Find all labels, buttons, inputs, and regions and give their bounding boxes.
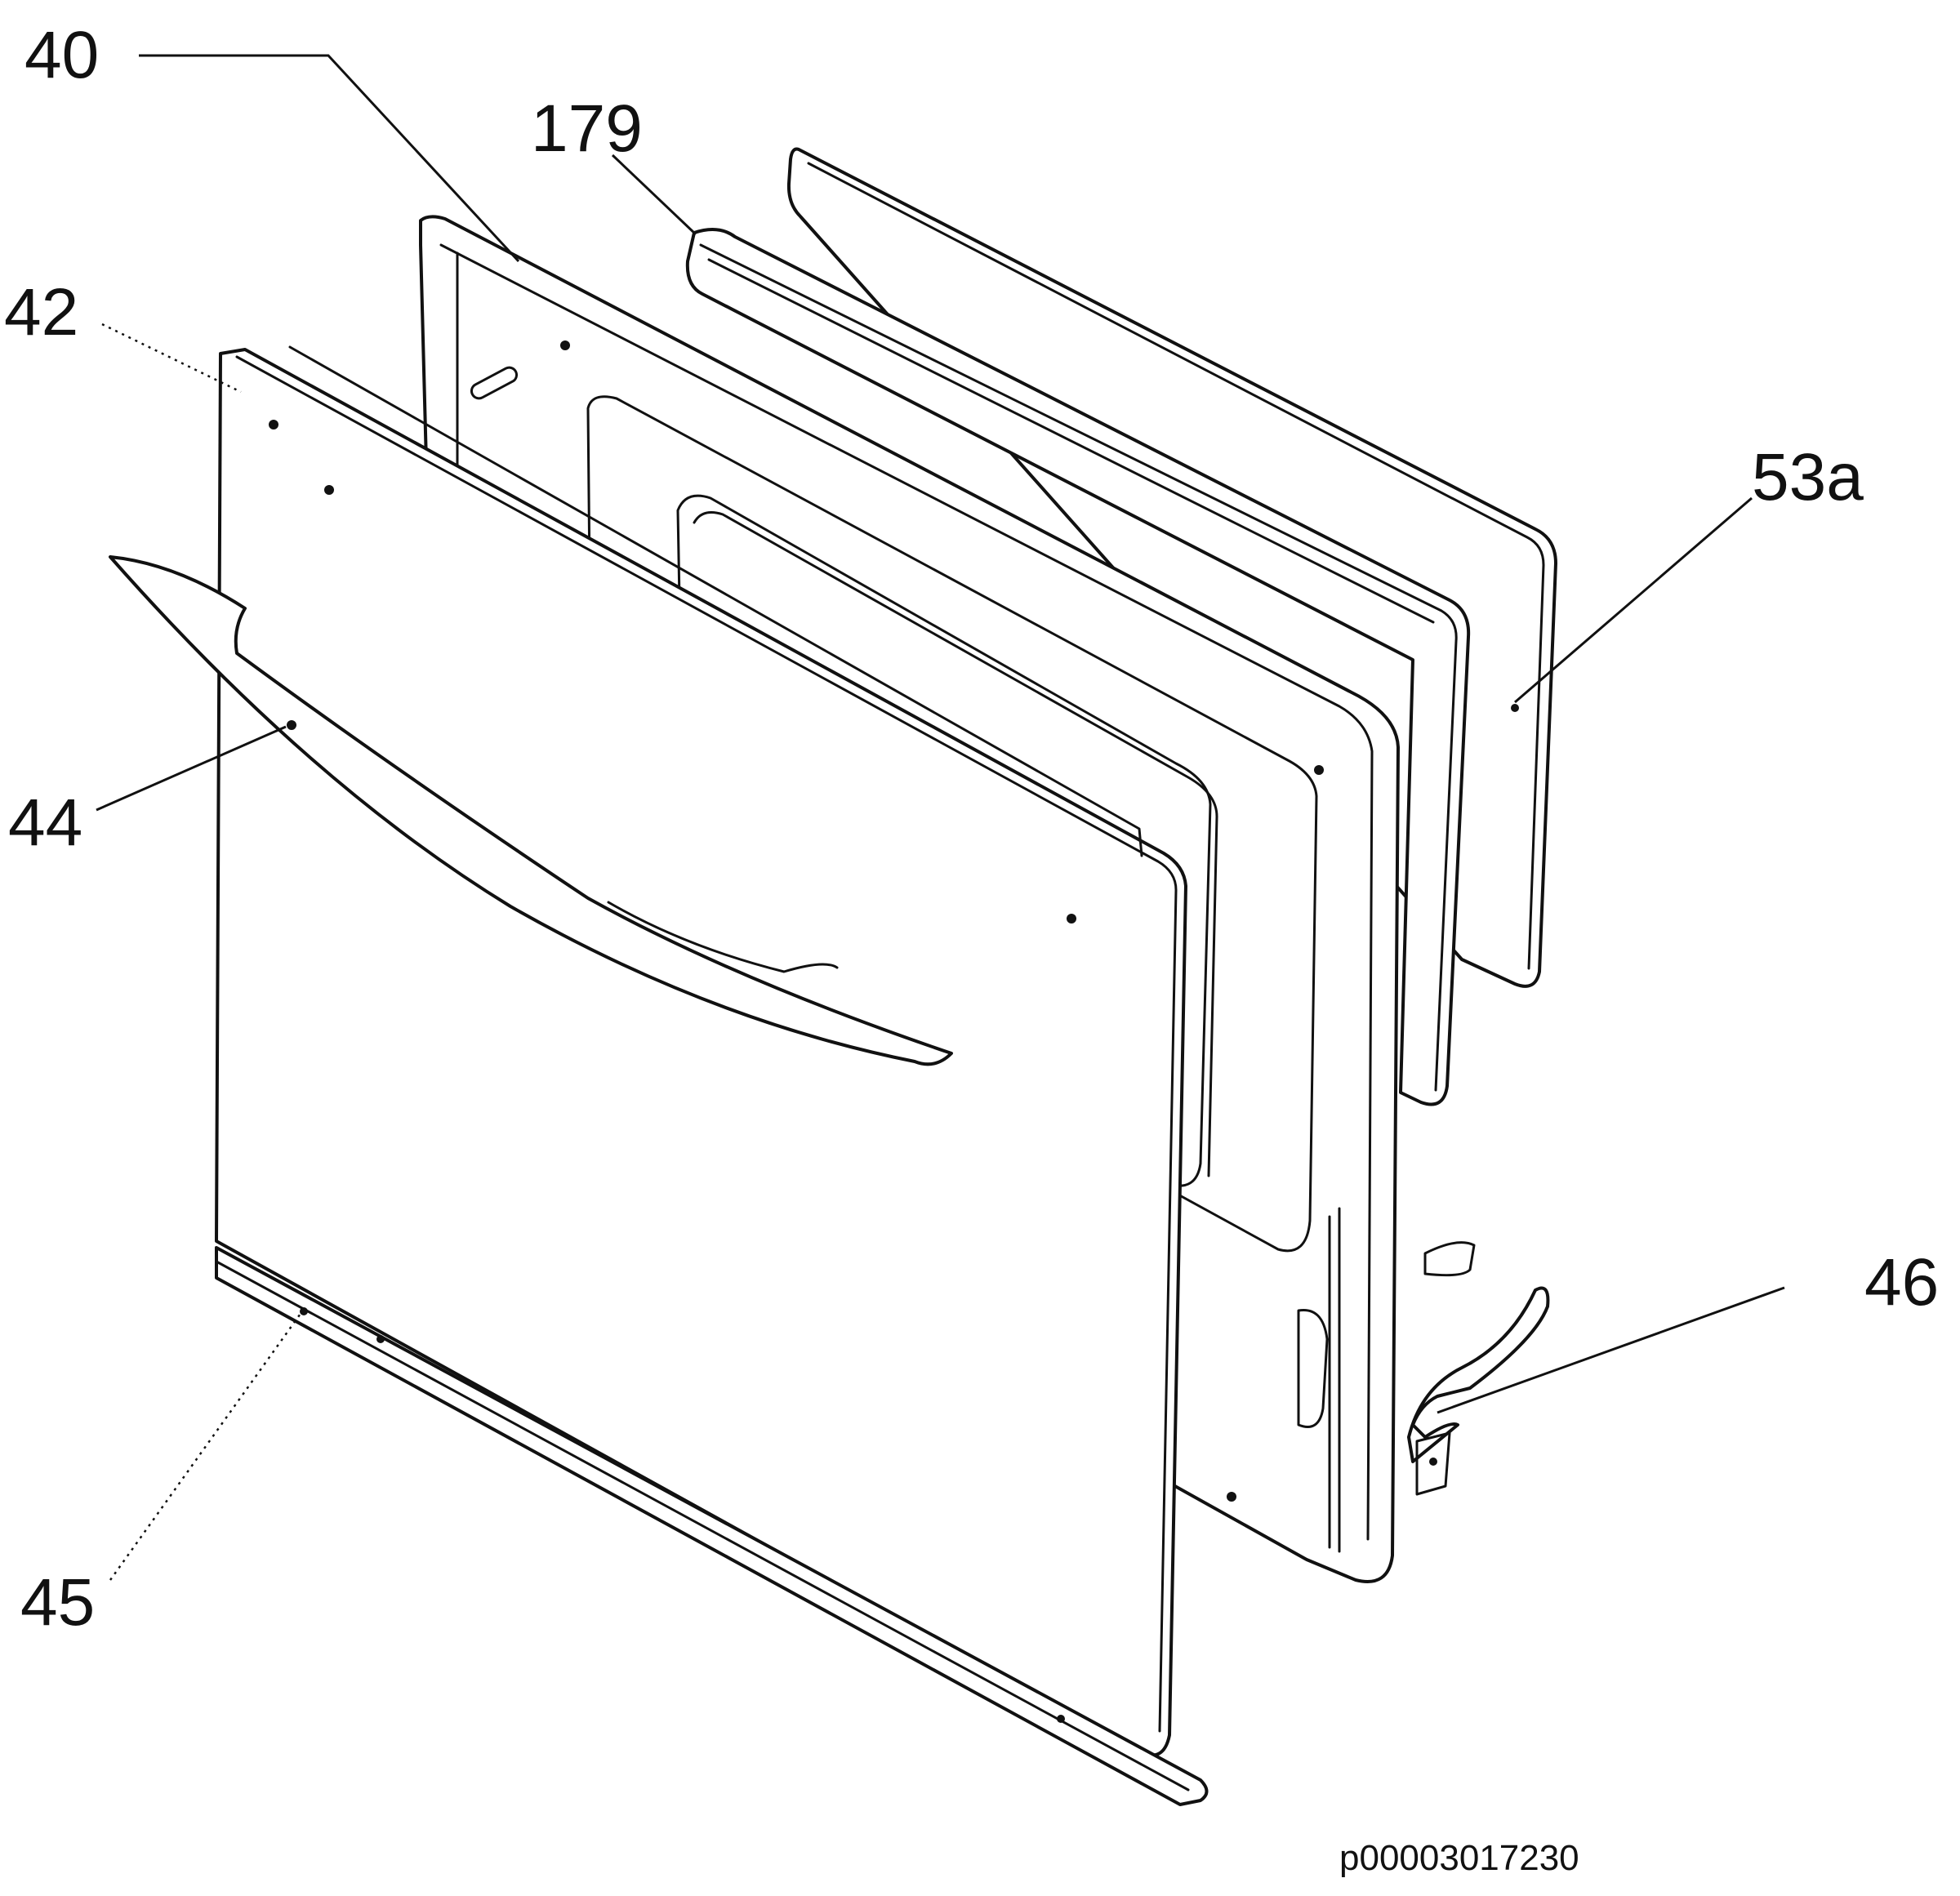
leader-45 <box>109 1311 304 1581</box>
callout-45: 45 <box>20 1565 95 1640</box>
callout-179: 179 <box>531 91 643 166</box>
callout-42: 42 <box>4 275 78 349</box>
door-handle-44 <box>109 555 953 1066</box>
callout-44: 44 <box>8 786 82 860</box>
callout-labels: 40 179 42 53a 44 46 45 p00003017230 <box>4 18 1939 1878</box>
callout-46: 46 <box>1864 1245 1939 1320</box>
callout-40: 40 <box>24 18 99 92</box>
callout-leader-lines <box>96 54 1785 1581</box>
reference-code: p00003017230 <box>1339 1838 1579 1878</box>
leader-40 <box>139 54 520 263</box>
callout-53a: 53a <box>1752 440 1864 514</box>
leader-46 <box>1437 1286 1785 1414</box>
door-seal-gasket-179 <box>685 228 1471 1106</box>
leader-53a <box>1514 496 1753 704</box>
bottom-trim-strip-45 <box>215 1246 1209 1806</box>
leader-179 <box>611 154 697 236</box>
door-hinge-46 <box>1407 1286 1550 1496</box>
leader-44 <box>96 725 287 812</box>
